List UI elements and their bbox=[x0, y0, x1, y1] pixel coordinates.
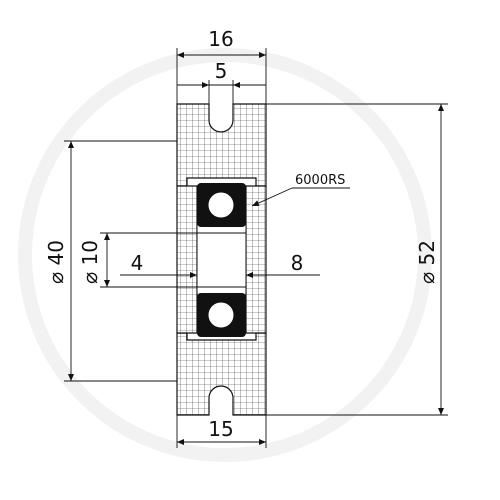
bearing-leader: 6000RS bbox=[251, 173, 350, 207]
dim-bore-diameter-label: ⌀ 10 bbox=[78, 240, 102, 284]
dim-offset-right-label: 8 bbox=[291, 251, 304, 275]
dim-groove-diameter-label: ⌀ 40 bbox=[44, 240, 68, 284]
dim-overall-width: 16 bbox=[176, 27, 267, 104]
dim-offsets: 4 8 bbox=[120, 250, 320, 280]
bearing-label: 6000RS bbox=[295, 173, 345, 188]
dim-outer-diameter: ⌀ 52 bbox=[266, 103, 448, 416]
dim-offset-left-label: 4 bbox=[131, 251, 144, 275]
dim-overall-width-label: 16 bbox=[208, 27, 233, 51]
dim-hub-width-label: 15 bbox=[208, 417, 233, 441]
bearing bbox=[197, 183, 246, 337]
pulley-top-section bbox=[176, 103, 267, 187]
dim-hub-width: 15 bbox=[176, 415, 267, 448]
dim-outer-diameter-label: ⌀ 52 bbox=[415, 240, 439, 284]
pulley-left-web bbox=[176, 185, 198, 334]
dim-groove-diameter: ⌀ 40 bbox=[44, 140, 177, 382]
pulley-right-web bbox=[245, 185, 267, 334]
dim-groove-width: 5 bbox=[177, 59, 266, 104]
inner-gap bbox=[197, 225, 246, 293]
pulley-bottom-section bbox=[176, 332, 267, 416]
bearing-bottom-ball bbox=[207, 301, 235, 329]
dim-groove-width-label: 5 bbox=[215, 59, 228, 83]
dim-bore-diameter: ⌀ 10 bbox=[78, 233, 110, 287]
pulley-body bbox=[176, 103, 267, 416]
bearing-top-ball bbox=[207, 191, 235, 219]
